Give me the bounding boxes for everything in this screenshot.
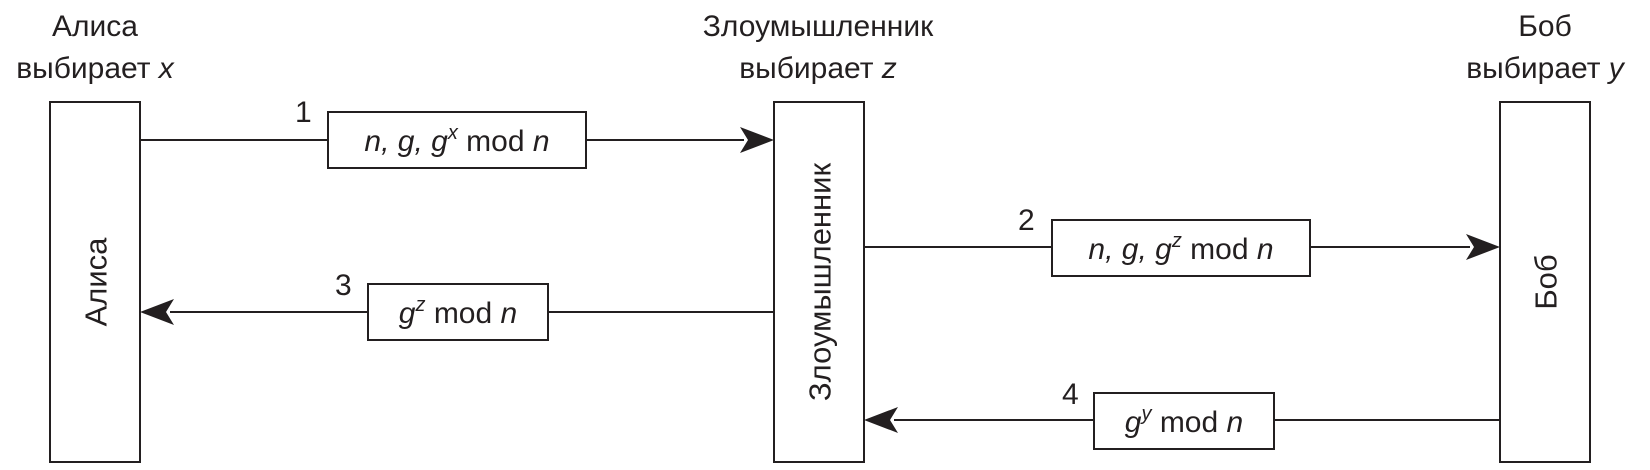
alice-box — [49, 101, 141, 463]
message-3-arrowhead — [140, 299, 174, 325]
message-1-step-number: 1 — [295, 96, 312, 129]
alice-choice-prefix: выбирает — [16, 52, 150, 85]
message-1-text: n, g, gx mod n — [364, 122, 549, 158]
alice-header-name: Алиса — [52, 10, 138, 43]
message-2-step-number: 2 — [1018, 204, 1035, 237]
alice-box-label: Алиса — [79, 237, 114, 327]
bob-variable: y — [1607, 52, 1626, 85]
message-4-box — [1093, 392, 1275, 450]
bob-header-name: Боб — [1518, 10, 1572, 43]
bob-box-label: Боб — [1529, 254, 1564, 309]
bob-box — [1499, 101, 1591, 463]
attacker-choice-prefix: выбирает — [739, 52, 873, 85]
attacker-variable: z — [881, 52, 897, 85]
message-2-box — [1051, 219, 1311, 277]
attacker-box — [773, 101, 865, 463]
alice-header-choice: выбирает x — [16, 52, 175, 85]
message-1-box — [327, 111, 587, 169]
attacker-header-name: Злоумышленник — [703, 10, 934, 43]
message-1-arrowhead — [740, 127, 774, 153]
message-4-arrowhead — [864, 407, 898, 433]
message-3-text: gz mod n — [399, 294, 517, 330]
message-2-text: n, g, gz mod n — [1088, 230, 1273, 266]
message-3-step-number: 3 — [335, 269, 352, 302]
alice-variable: x — [157, 52, 175, 85]
message-3-box — [367, 283, 549, 341]
message-2-arrowhead — [1466, 234, 1500, 260]
attacker-header-choice: выбирает z — [739, 52, 897, 85]
bob-choice-prefix: выбирает — [1466, 52, 1600, 85]
bob-header-choice: выбирает y — [1466, 52, 1626, 85]
message-4-text: gy mod n — [1125, 403, 1243, 439]
message-4-step-number: 4 — [1062, 378, 1079, 411]
attacker-box-label: Злоумышленник — [803, 163, 838, 402]
